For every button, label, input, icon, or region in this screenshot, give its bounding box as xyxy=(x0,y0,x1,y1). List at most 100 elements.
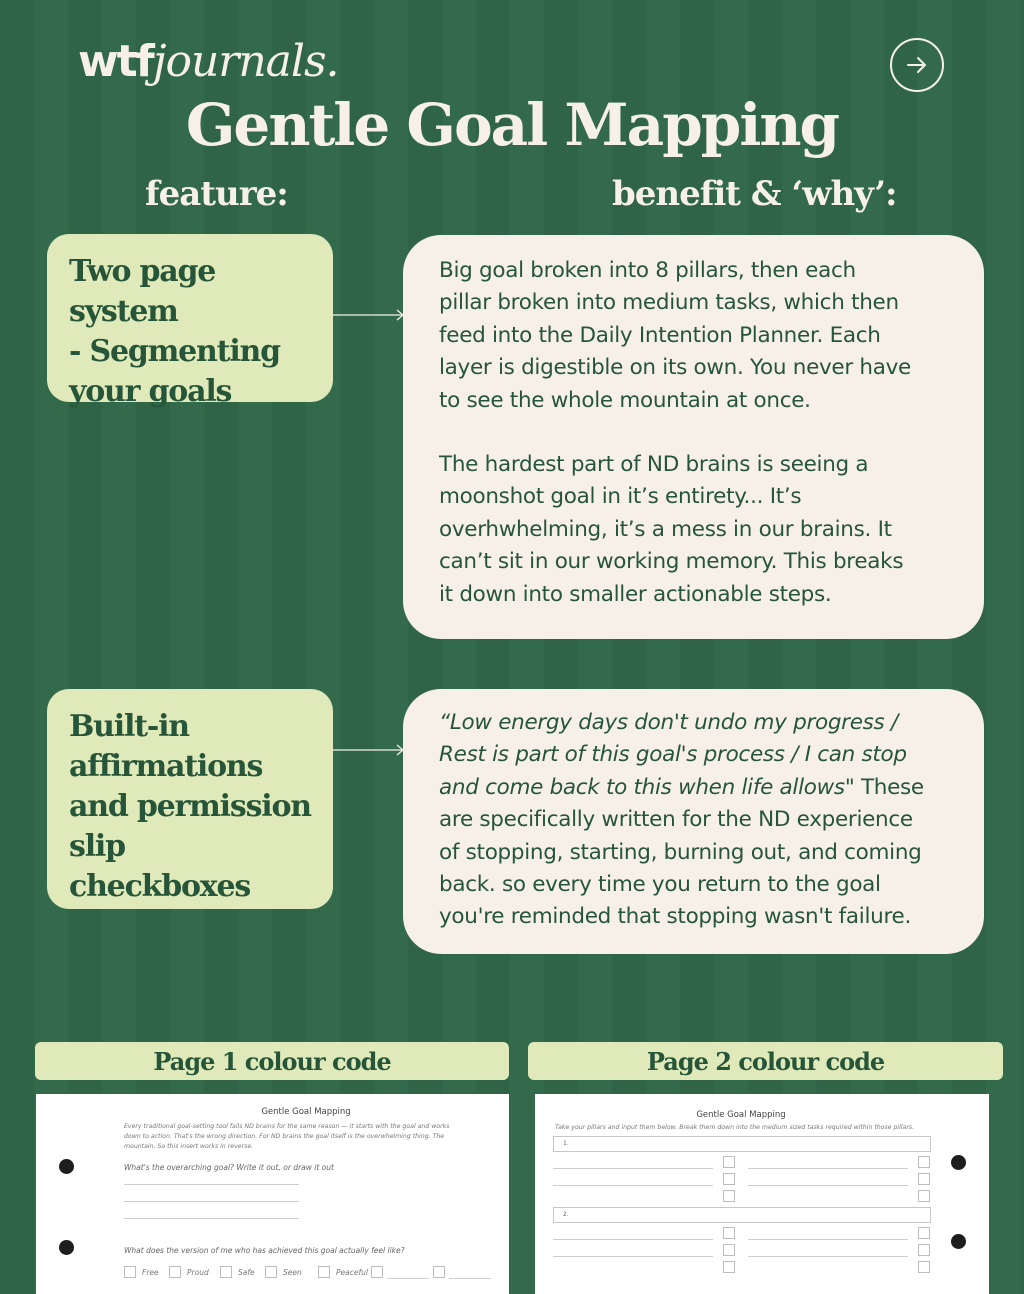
checkbox-label: Peaceful xyxy=(336,1268,368,1277)
writing-line xyxy=(124,1201,299,1202)
feature-line: Two page system xyxy=(69,254,216,329)
benefit-line: These xyxy=(854,774,924,800)
binder-hole xyxy=(951,1155,966,1170)
feature-line: affirmations xyxy=(69,749,263,784)
benefit-paragraph: The hardest part of ND brains is seeing … xyxy=(439,449,954,611)
brand-logo: wtfjournals. xyxy=(78,36,340,87)
benefit-line: can’t sit in our working memory. This br… xyxy=(439,549,904,575)
permission-checkbox[interactable] xyxy=(169,1266,181,1278)
benefit-line: overhwhelming, it’s a mess in our brains… xyxy=(439,516,892,542)
task-checkbox[interactable] xyxy=(918,1173,930,1185)
binder-hole xyxy=(59,1240,74,1255)
task-line xyxy=(748,1168,908,1169)
page-2-colour-code-label: Page 2 colour code xyxy=(528,1042,1003,1080)
writing-line xyxy=(124,1184,299,1185)
checkbox-label: Safe xyxy=(238,1268,255,1277)
task-checkbox[interactable] xyxy=(723,1173,735,1185)
preview-intro: Every traditional goal-setting tool fail… xyxy=(124,1122,449,1152)
benefit-line: you're reminded that stopping wasn't fai… xyxy=(439,904,912,930)
task-checkbox[interactable] xyxy=(918,1244,930,1256)
benefit-line: The hardest part of ND brains is seeing … xyxy=(439,452,869,478)
feature-line: your goals xyxy=(69,374,232,409)
permission-checkbox[interactable] xyxy=(433,1266,445,1278)
preview-intro: Take your pillars and input them below. … xyxy=(555,1124,915,1131)
feature-line: and permission xyxy=(69,789,312,824)
preview-question-goal: What's the overarching goal? Write it ou… xyxy=(124,1163,334,1172)
task-checkbox[interactable] xyxy=(723,1156,735,1168)
benefit-line: it down into smaller actionable steps. xyxy=(439,581,832,607)
benefit-line: Big goal broken into 8 pillars, then eac… xyxy=(439,258,856,283)
writing-line xyxy=(387,1278,429,1279)
checkbox-label: Proud xyxy=(187,1268,209,1277)
next-button[interactable] xyxy=(890,38,944,92)
preview-intro-line: mountain. So this insert works in revers… xyxy=(124,1143,254,1150)
feature-line: Built-in xyxy=(69,709,190,744)
page-2-preview: Gentle Goal Mapping Take your pillars an… xyxy=(535,1094,989,1294)
feature-column-heading: feature: xyxy=(145,174,289,214)
task-checkbox[interactable] xyxy=(723,1227,735,1239)
writing-line xyxy=(124,1218,299,1219)
affirmation-quote-line: “Low energy days don't undo my progress … xyxy=(439,710,898,735)
feature-card-two-page-system: Two page system - Segmenting your goals xyxy=(47,234,333,409)
connector-arrow xyxy=(333,744,405,756)
checkbox-label: Free xyxy=(142,1268,159,1277)
benefit-line: pillar broken into medium tasks, which t… xyxy=(439,290,899,316)
task-line xyxy=(553,1256,713,1257)
binder-hole xyxy=(951,1234,966,1249)
benefit-column-heading: benefit & ‘why’: xyxy=(612,174,898,214)
page-1-colour-code-label: Page 1 colour code xyxy=(35,1042,509,1080)
feature-line: slip checkboxes xyxy=(69,829,251,904)
logo-bold-text: wtf xyxy=(78,36,155,87)
benefit-line: back. so every time you return to the go… xyxy=(439,872,881,898)
preview-intro-line: Every traditional goal-setting tool fail… xyxy=(124,1123,450,1130)
preview-title: Gentle Goal Mapping xyxy=(261,1107,351,1117)
pillar-input-box[interactable]: 1. xyxy=(553,1136,931,1152)
task-checkbox[interactable] xyxy=(918,1190,930,1202)
task-checkbox[interactable] xyxy=(918,1156,930,1168)
task-checkbox[interactable] xyxy=(723,1190,735,1202)
task-line xyxy=(748,1239,908,1240)
task-line xyxy=(553,1168,713,1169)
feature-line: - Segmenting xyxy=(69,334,281,369)
benefit-card-affirmations: “Low energy days don't undo my progress … xyxy=(403,689,984,954)
affirmation-quote-line: Rest is part of this goal's process / I … xyxy=(439,742,907,768)
benefit-line: to see the whole mountain at once. xyxy=(439,387,811,413)
benefit-line: moonshot goal in it’s entirety... It’s xyxy=(439,484,802,510)
feature-card-affirmations: Built-in affirmations and permission sli… xyxy=(47,689,333,909)
pillar-number: 1. xyxy=(563,1140,569,1147)
task-checkbox[interactable] xyxy=(918,1261,930,1273)
benefit-line: feed into the Daily Intention Planner. E… xyxy=(439,322,881,348)
arrow-right-icon xyxy=(907,57,926,73)
affirmation-quote-line: and come back to this when life allows" xyxy=(439,774,855,800)
permission-checkbox[interactable] xyxy=(265,1266,277,1278)
binder-hole xyxy=(59,1159,74,1174)
task-line xyxy=(553,1239,713,1240)
task-line xyxy=(748,1185,908,1186)
preview-intro-line: down to action. That's the wrong directi… xyxy=(124,1133,445,1140)
pillar-input-box[interactable]: 2. xyxy=(553,1207,931,1223)
permission-checkbox[interactable] xyxy=(220,1266,232,1278)
pillar-number: 2. xyxy=(563,1211,569,1218)
permission-checkbox[interactable] xyxy=(124,1266,136,1278)
connector-arrow xyxy=(333,309,405,321)
benefit-line: layer is digestible on its own. You neve… xyxy=(439,355,911,381)
benefit-line: of stopping, starting, burning out, and … xyxy=(439,839,922,865)
page-title: Gentle Goal Mapping xyxy=(185,91,840,159)
benefit-paragraph: “Low energy days don't undo my progress … xyxy=(439,707,954,934)
permission-checkbox[interactable] xyxy=(371,1266,383,1278)
permission-checkbox[interactable] xyxy=(318,1266,330,1278)
task-checkbox[interactable] xyxy=(723,1261,735,1273)
benefit-card-two-page-system: Big goal broken into 8 pillars, then eac… xyxy=(403,235,984,639)
task-checkbox[interactable] xyxy=(723,1244,735,1256)
benefit-line: are specifically written for the ND expe… xyxy=(439,807,913,833)
task-checkbox[interactable] xyxy=(918,1227,930,1239)
checkbox-label: Seen xyxy=(283,1268,302,1277)
preview-question-feeling: What does the version of me who has achi… xyxy=(124,1246,405,1255)
page-1-preview: Gentle Goal Mapping Every traditional go… xyxy=(36,1094,509,1294)
task-line xyxy=(553,1185,713,1186)
task-line xyxy=(748,1256,908,1257)
preview-title: Gentle Goal Mapping xyxy=(696,1110,786,1120)
writing-line xyxy=(449,1278,491,1279)
benefit-paragraph: Big goal broken into 8 pillars, then eac… xyxy=(439,255,954,417)
logo-italic-text: journals. xyxy=(152,36,340,87)
